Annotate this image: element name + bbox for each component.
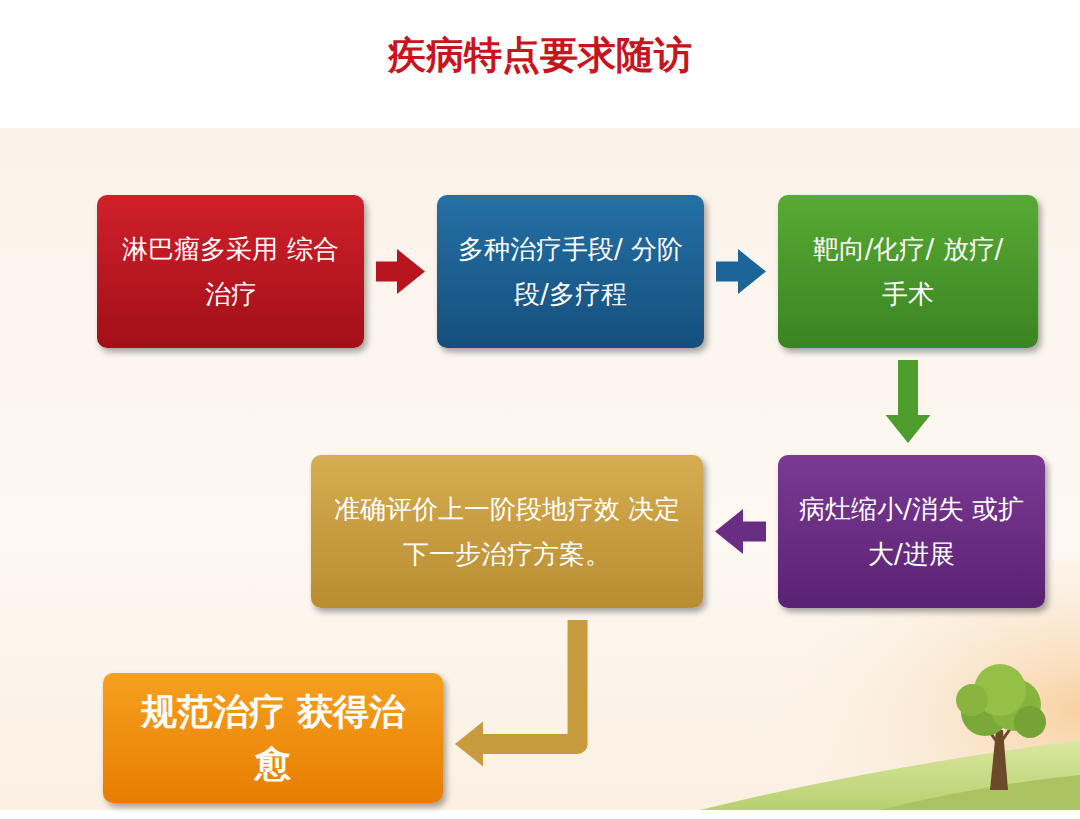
text-holder: 靶向/化疗/ 放疗/手术 <box>790 227 1026 315</box>
box-label: 多种治疗手段/ 分阶段/多疗程 <box>437 227 704 315</box>
process-box: 病灶缩小/消失 或扩大/进展 <box>778 455 1045 608</box>
text-holder: 准确评价上一阶段地疗效 决定下一步治疗方案。 <box>311 487 703 575</box>
arrow-head <box>715 509 743 554</box>
process-box: 淋巴瘤多采用 综合治疗 <box>97 195 364 348</box>
process-box: 准确评价上一阶段地疗效 决定下一步治疗方案。 <box>311 455 703 608</box>
arrow-shaft <box>716 262 738 282</box>
arrow-shaft <box>376 262 397 282</box>
process-box: 多种治疗手段/ 分阶段/多疗程 <box>437 195 704 348</box>
flow-arrow <box>455 620 578 766</box>
slide-title: 疾病特点要求随访 <box>0 30 1080 81</box>
text-holder: 淋巴瘤多采用 综合治疗 <box>103 227 359 315</box>
text-holder: 多种治疗手段/ 分阶段/多疗程 <box>437 227 704 315</box>
flow-arrow <box>715 509 766 554</box>
arrow-shaft <box>483 620 578 744</box>
result-box: 规范治疗 获得治愈 <box>103 673 443 803</box>
flow-arrow <box>886 360 931 443</box>
arrow-shaft <box>743 522 766 542</box>
arrow-head <box>886 415 931 443</box>
flow-arrow <box>376 249 425 294</box>
box-label: 靶向/化疗/ 放疗/手术 <box>790 227 1026 315</box>
arrow-shaft <box>898 360 918 415</box>
box-label: 准确评价上一阶段地疗效 决定下一步治疗方案。 <box>311 487 703 575</box>
arrow-head <box>397 249 425 294</box>
box-label: 规范治疗 获得治愈 <box>115 686 431 790</box>
box-label: 淋巴瘤多采用 综合治疗 <box>103 227 359 315</box>
arrow-head <box>738 249 766 294</box>
arrow-head <box>455 722 483 767</box>
process-box: 靶向/化疗/ 放疗/手术 <box>778 195 1038 348</box>
text-holder: 规范治疗 获得治愈 <box>115 686 431 790</box>
text-holder: 病灶缩小/消失 或扩大/进展 <box>778 487 1045 575</box>
box-label: 病灶缩小/消失 或扩大/进展 <box>778 487 1045 575</box>
flow-arrow <box>716 249 766 294</box>
